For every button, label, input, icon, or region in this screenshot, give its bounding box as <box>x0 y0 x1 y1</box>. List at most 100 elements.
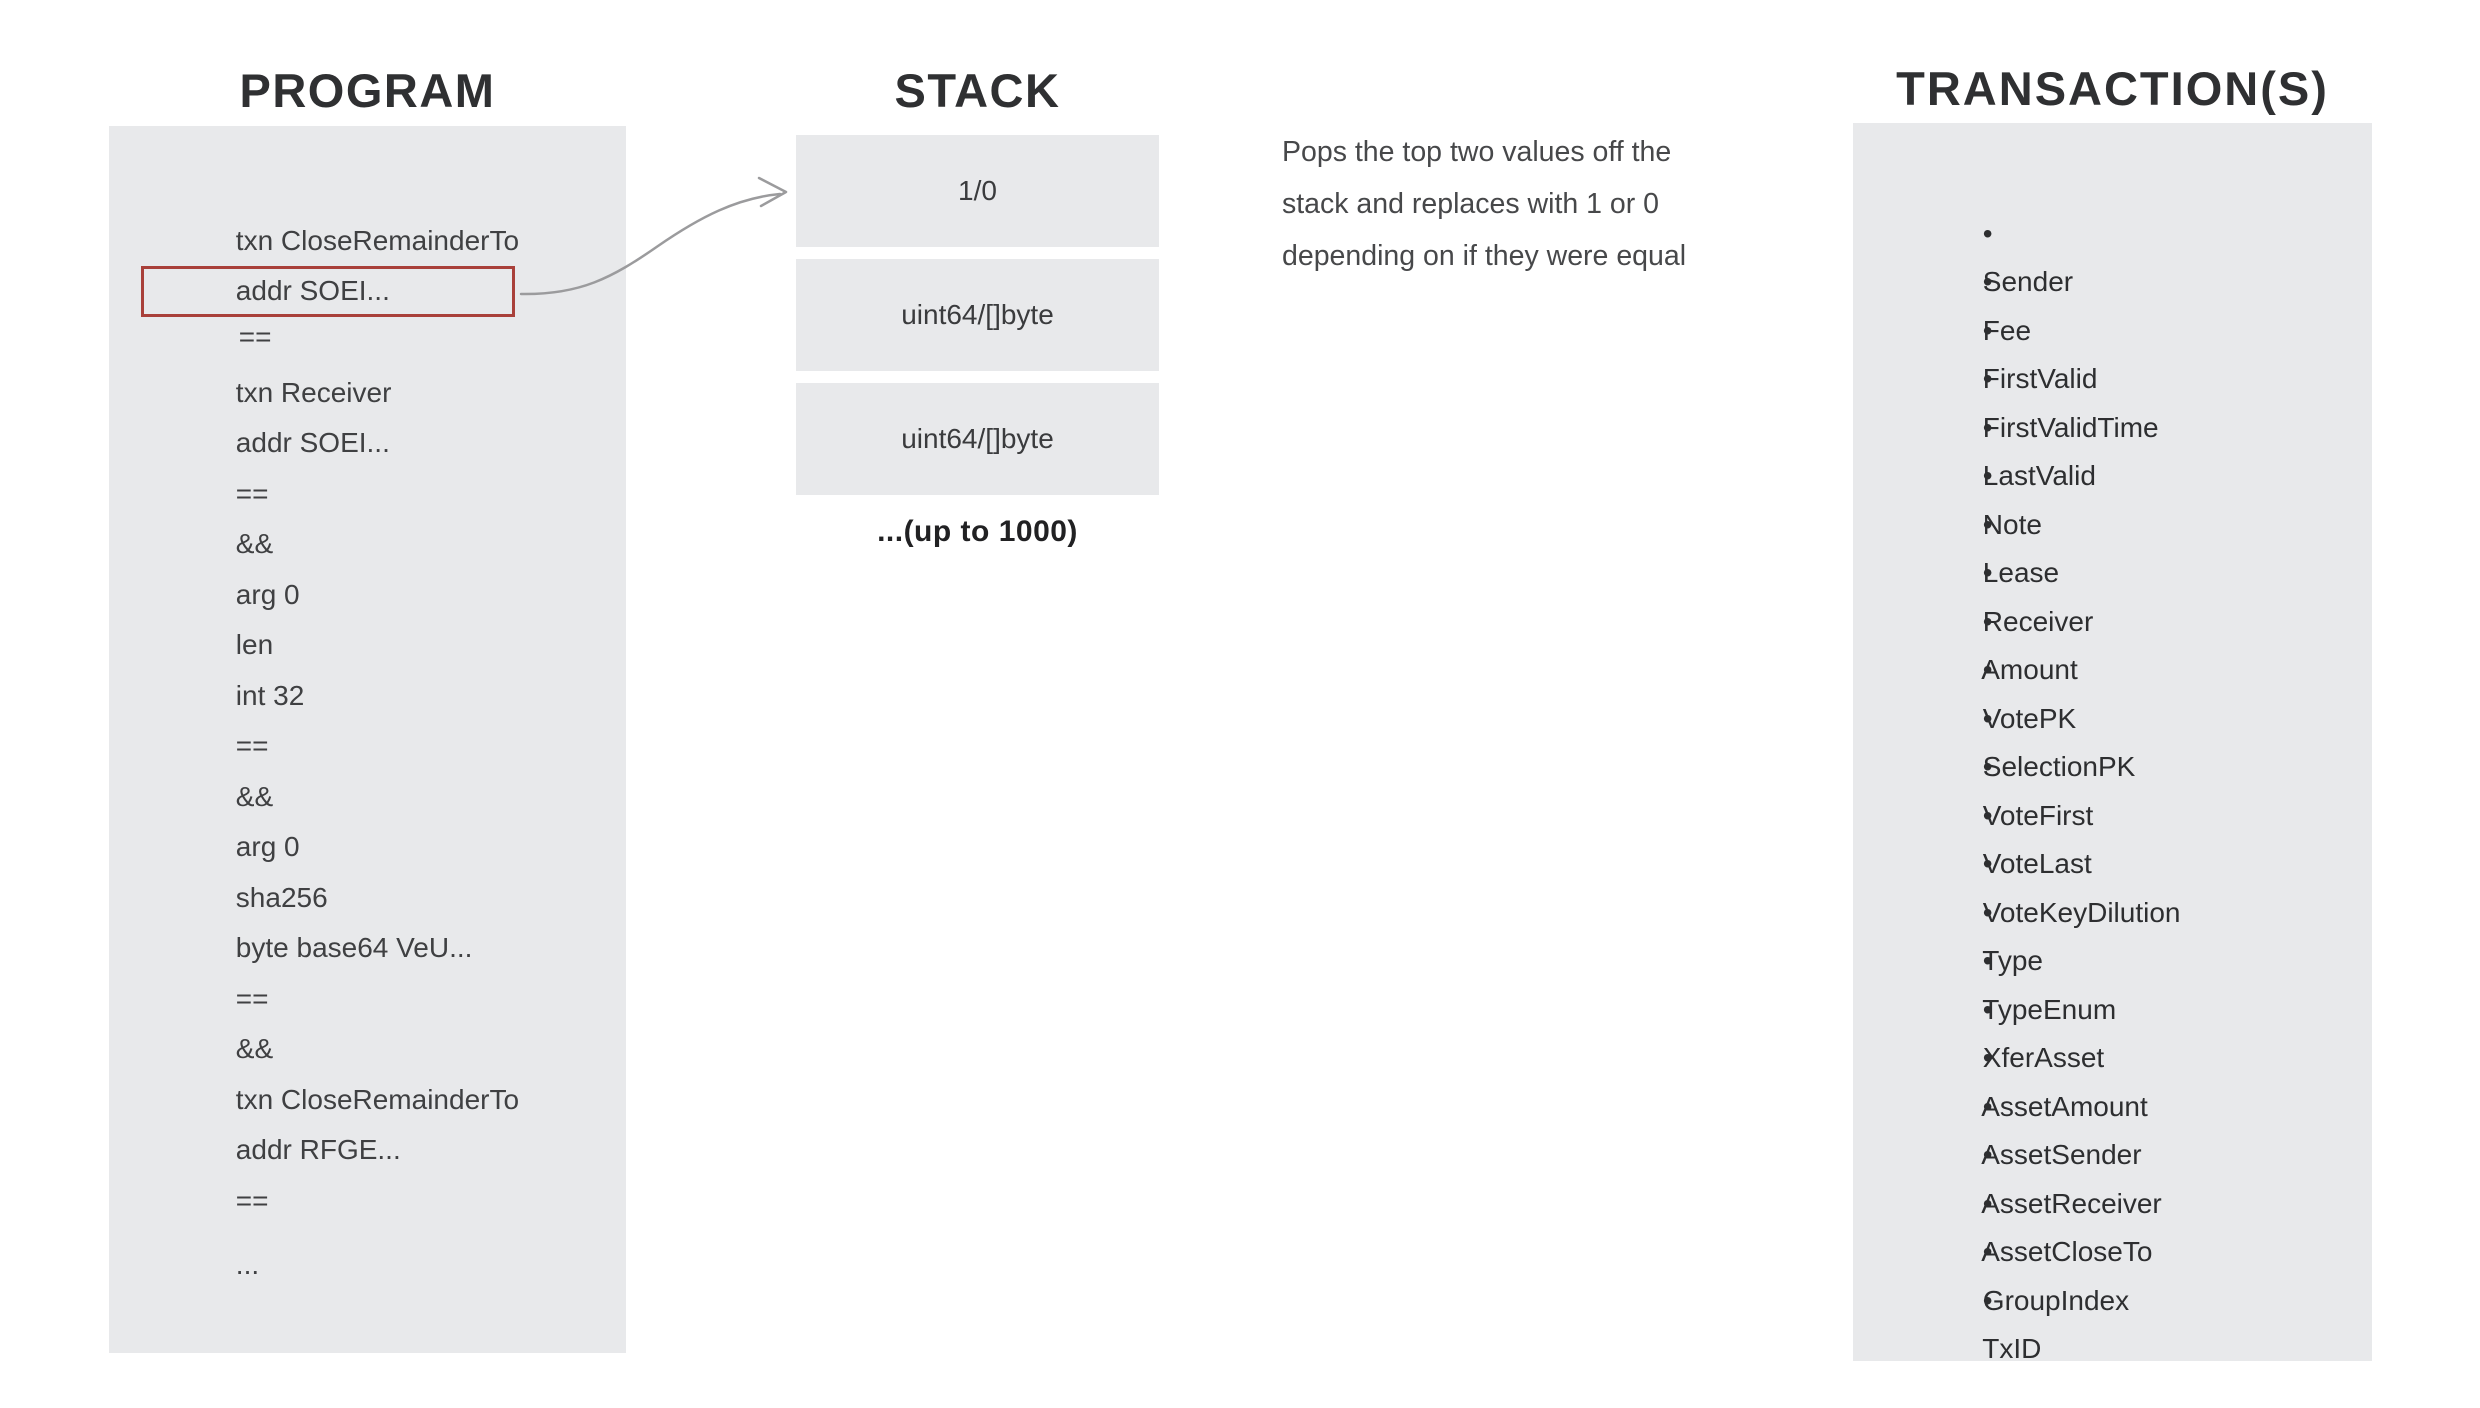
transaction-field-label: Amount <box>1981 654 2078 685</box>
transaction-field: • VotePK <box>1905 598 2372 734</box>
opcode-description-line: Pops the top two values off the <box>1282 126 1782 178</box>
transaction-field-label: AssetReceiver <box>1981 1187 2162 1219</box>
stack-slot: uint64/[]byte <box>796 383 1159 495</box>
program-line: ... <box>158 1190 626 1280</box>
bullet-icon: • <box>1982 799 1993 831</box>
transaction-field-label: VotePK <box>1982 702 2077 734</box>
program-line-text: == <box>235 1184 269 1216</box>
program-line-text: ... <box>235 1249 260 1280</box>
transaction-field: • FirstValidTime <box>1905 307 2372 443</box>
program-line-text: len <box>235 629 274 660</box>
transaction-field: • TypeEnum <box>1905 889 2372 1025</box>
bullet-icon: • <box>1982 557 1993 588</box>
bullet-icon: • <box>1982 751 1993 782</box>
transaction-field-label: SelectionPK <box>1982 751 2136 782</box>
stack-slot-value: uint64/[]byte <box>901 423 1054 454</box>
transaction-field-label: LastValid <box>1982 460 2096 491</box>
program-line: == <box>158 671 626 761</box>
program-line-text: int 32 <box>235 679 305 711</box>
transaction-fields: • Sender • Fee • FirstValid • FirstValid… <box>1853 161 2372 1365</box>
program-line: byte base64 VeU... <box>158 873 626 963</box>
bullet-icon: • <box>1982 266 1993 297</box>
program-line-text: && <box>235 1033 274 1064</box>
bullet-icon: • <box>1982 1090 1993 1122</box>
transaction-field: • Type <box>1905 840 2372 977</box>
program-panel: txn CloseRemainderTo addr SOEI... == txn… <box>109 126 626 1353</box>
bullet-icon: • <box>1982 1042 1993 1073</box>
opcode-description-text: Pops the top two values off the <box>1282 136 1672 168</box>
bullet-icon: • <box>1982 1187 1993 1219</box>
transaction-field-label: VoteKeyDilution <box>1982 896 2181 928</box>
transaction-field-label: FirstValidTime <box>1982 411 2159 443</box>
bullet-icon: • <box>1982 848 1993 879</box>
transaction-field: • VoteKeyDilution <box>1905 792 2372 928</box>
transaction-field: • TxID <box>1905 1228 2372 1365</box>
bullet-icon: • <box>1982 508 1993 540</box>
bullet-icon: • <box>1982 896 1993 928</box>
opcode-description-text: depending on if they were equal <box>1282 240 1687 272</box>
program-line: && <box>158 721 626 812</box>
stack-column-title: STACK <box>894 64 1061 117</box>
transaction-field: • Fee <box>1905 210 2372 346</box>
stack-slot: uint64/[]byte <box>796 259 1159 371</box>
transaction-field: • Amount <box>1905 549 2372 686</box>
program-line-text: addr RFGE... <box>235 1134 401 1165</box>
program-line-text: addr SOEI... <box>235 427 390 458</box>
transaction-field-label: AssetSender <box>1981 1139 2142 1170</box>
transaction-field: • AssetSender <box>1905 1034 2372 1171</box>
transaction-field: • Lease <box>1905 452 2372 589</box>
transaction-field-label: AssetCloseTo <box>1981 1236 2153 1267</box>
bullet-icon: • <box>1982 217 1993 249</box>
transaction-field: • VoteFirst <box>1905 695 2372 831</box>
transaction-field-label: XferAsset <box>1982 1042 2105 1073</box>
program-line: addr RFGE... <box>158 1075 626 1165</box>
transaction-field-label: AssetAmount <box>1981 1090 2148 1122</box>
program-line: arg 0 <box>158 772 626 862</box>
transaction-field: • Sender <box>1905 161 2372 298</box>
transaction-field: • SelectionPK <box>1905 646 2372 783</box>
program-line-text: txn CloseRemainderTo <box>235 224 520 256</box>
transaction-field-label: Sender <box>1982 266 2074 297</box>
program-line: txn CloseRemainderTo <box>158 1024 626 1115</box>
stack-slot-value: 1/0 <box>958 175 997 206</box>
transaction-field: • Receiver <box>1905 501 2372 637</box>
bullet-icon: • <box>1982 1284 1993 1316</box>
bullet-icon: • <box>1982 1236 1993 1267</box>
program-line-text: txn Receiver <box>235 376 392 408</box>
program-line-text: && <box>235 528 274 559</box>
transaction-field-label: GroupIndex <box>1982 1284 2130 1316</box>
transaction-field: • AssetCloseTo <box>1905 1131 2372 1268</box>
program-line: == <box>158 1125 626 1216</box>
transaction-field: • GroupIndex <box>1905 1180 2372 1316</box>
bullet-icon: • <box>1982 1139 1993 1170</box>
transaction-field-label: TypeEnum <box>1982 993 2117 1025</box>
program-line-text: == <box>235 730 269 761</box>
program-line: len <box>158 570 626 660</box>
bullet-icon: • <box>1982 945 1993 976</box>
program-line-text: == <box>235 477 269 509</box>
bullet-icon: • <box>1982 363 1993 394</box>
bullet-icon: • <box>1982 702 1993 734</box>
bullet-icon: • <box>1982 654 1993 685</box>
program-line-text: arg 0 <box>235 578 300 610</box>
program-line: addr SOEI... <box>158 216 626 306</box>
opcode-description-text: stack and replaces with 1 or 0 <box>1282 188 1660 220</box>
transaction-field-label: TxID <box>1982 1333 2042 1364</box>
transaction-field-label: Fee <box>1982 314 2032 346</box>
program-line: && <box>158 469 626 559</box>
program-line: int 32 <box>158 620 626 711</box>
program-line: txn CloseRemainderTo <box>158 165 626 256</box>
stack-capacity-caption: ...(up to 1000) <box>877 515 1078 548</box>
program-line-text: addr SOEI... <box>235 275 390 306</box>
opcode-description: Pops the top two values off the stack an… <box>1282 126 1782 282</box>
transaction-field-label: Lease <box>1982 557 2060 588</box>
program-line: == <box>158 923 626 1014</box>
program-line-text: txn CloseRemainderTo <box>235 1083 520 1115</box>
program-line: == <box>141 266 515 352</box>
program-line-text: == <box>235 982 269 1014</box>
stack-slot-value: uint64/[]byte <box>901 299 1054 330</box>
opcode-description-line: stack and replaces with 1 or 0 <box>1282 178 1782 230</box>
transaction-field-label: Type <box>1982 945 2043 976</box>
program-line-text: byte base64 VeU... <box>235 932 473 963</box>
